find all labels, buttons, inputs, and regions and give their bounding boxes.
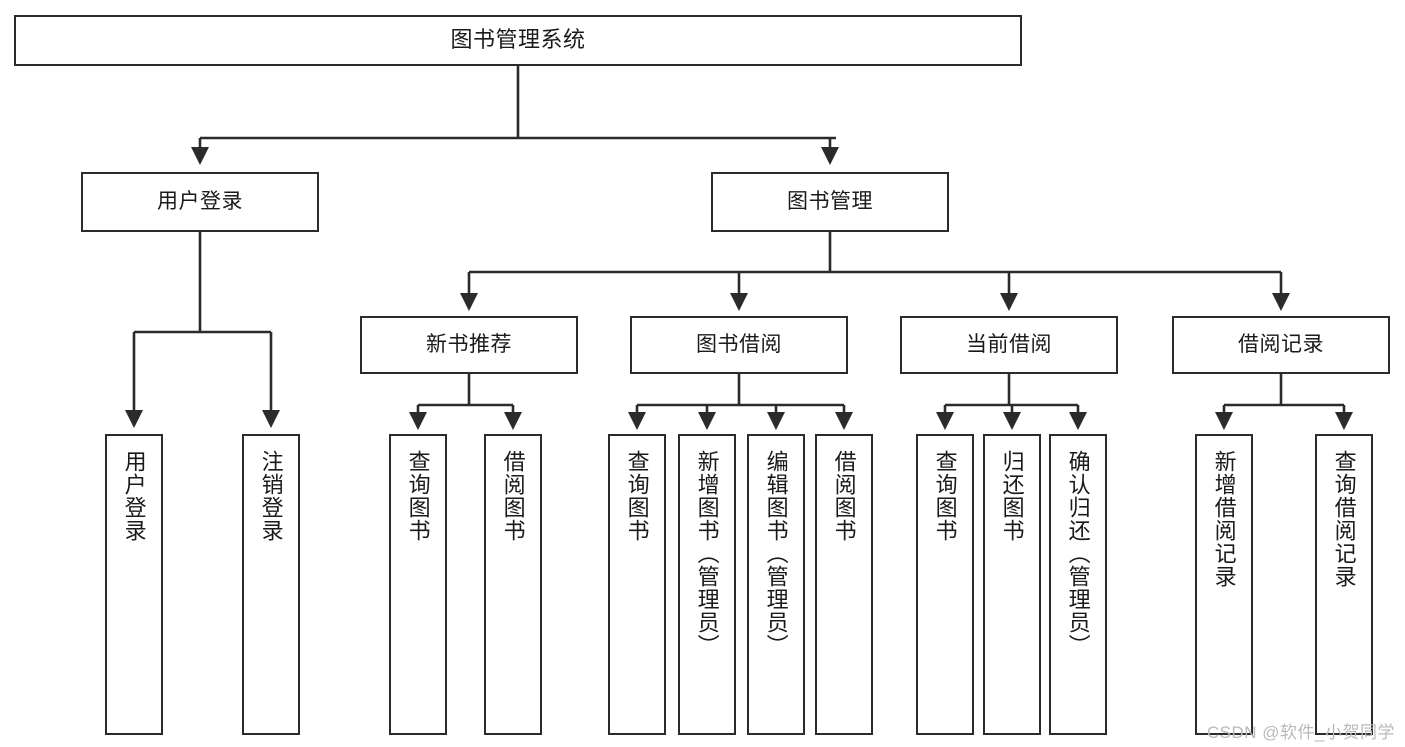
- watermark-text: CSDN @软件_小贺同学: [1206, 723, 1395, 742]
- node-user-login[interactable]: 用户登录: [81, 172, 319, 232]
- node-label: 图书借阅: [696, 333, 782, 357]
- leaf-user-login[interactable]: 用户登录: [105, 434, 163, 735]
- leaf-borrow-borrow-book[interactable]: 借阅图书: [815, 434, 873, 735]
- node-current-borrow[interactable]: 当前借阅: [900, 316, 1118, 374]
- leaf-cur-return-book[interactable]: 归还图书: [983, 434, 1041, 735]
- node-label: 查询借阅记录: [1331, 450, 1357, 588]
- node-root-system[interactable]: 图书管理系统: [14, 15, 1022, 66]
- leaf-borrow-query-book[interactable]: 查询图书: [608, 434, 666, 735]
- node-label: 借阅图书: [831, 450, 857, 542]
- node-label: 新书推荐: [426, 333, 512, 357]
- node-borrow-record[interactable]: 借阅记录: [1172, 316, 1390, 374]
- node-label: 当前借阅: [966, 333, 1052, 357]
- leaf-rec-borrow-book[interactable]: 借阅图书: [484, 434, 542, 735]
- node-label: 编辑图书（管理员）: [763, 450, 789, 657]
- node-book-borrow[interactable]: 图书借阅: [630, 316, 848, 374]
- leaf-rec-add-record[interactable]: 新增借阅记录: [1195, 434, 1253, 735]
- leaf-cur-confirm-return[interactable]: 确认归还（管理员）: [1049, 434, 1107, 735]
- node-label: 查询图书: [405, 450, 431, 542]
- leaf-cur-query-book[interactable]: 查询图书: [916, 434, 974, 735]
- node-label: 新增借阅记录: [1211, 450, 1237, 588]
- node-label: 查询图书: [624, 450, 650, 542]
- leaf-borrow-edit-book[interactable]: 编辑图书（管理员）: [747, 434, 805, 735]
- node-label: 注销登录: [258, 450, 284, 542]
- node-label: 用户登录: [121, 450, 147, 542]
- node-new-book-recommend[interactable]: 新书推荐: [360, 316, 578, 374]
- node-label: 借阅记录: [1238, 333, 1324, 357]
- leaf-borrow-add-book[interactable]: 新增图书（管理员）: [678, 434, 736, 735]
- node-label: 查询图书: [932, 450, 958, 542]
- node-label: 图书管理系统: [450, 27, 586, 53]
- leaf-rec-query-book[interactable]: 查询图书: [389, 434, 447, 735]
- node-label: 图书管理: [787, 190, 873, 214]
- node-book-manage[interactable]: 图书管理: [711, 172, 949, 232]
- node-label: 确认归还（管理员）: [1065, 450, 1091, 657]
- node-label: 新增图书（管理员）: [694, 450, 720, 657]
- node-label: 借阅图书: [500, 450, 526, 542]
- node-label: 归还图书: [999, 450, 1025, 542]
- leaf-user-logout[interactable]: 注销登录: [242, 434, 300, 735]
- node-label: 用户登录: [157, 190, 243, 214]
- leaf-rec-query-record[interactable]: 查询借阅记录: [1315, 434, 1373, 735]
